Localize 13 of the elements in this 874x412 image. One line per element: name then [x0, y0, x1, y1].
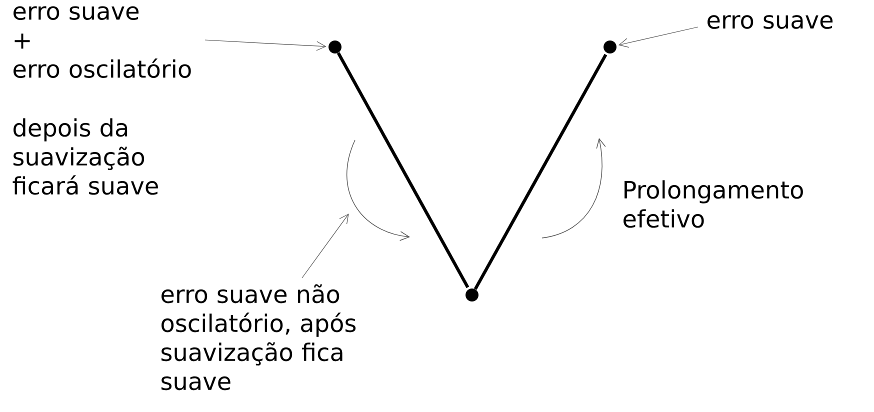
annotation-text: erro suave não oscilatório, após suavização fica suave: [162, 284, 356, 390]
vertex-dot: [604, 40, 616, 54]
leader-arrow: [204, 40, 326, 51]
leader-arrow: [618, 26, 698, 48]
leader-arrow: [302, 214, 349, 278]
annotation-text: erro suave + erro oscilatório: [14, 6, 191, 78]
line-segment: [474, 54, 608, 290]
line-segment: [336, 52, 470, 288]
note-text: depois da suavização ficará suave: [12, 118, 158, 195]
vertex-dot: [466, 288, 478, 302]
vertex-dot: [328, 40, 342, 54]
note-text: Prolongamento efetivo: [624, 180, 803, 228]
annotation-text: erro suave: [708, 15, 833, 29]
